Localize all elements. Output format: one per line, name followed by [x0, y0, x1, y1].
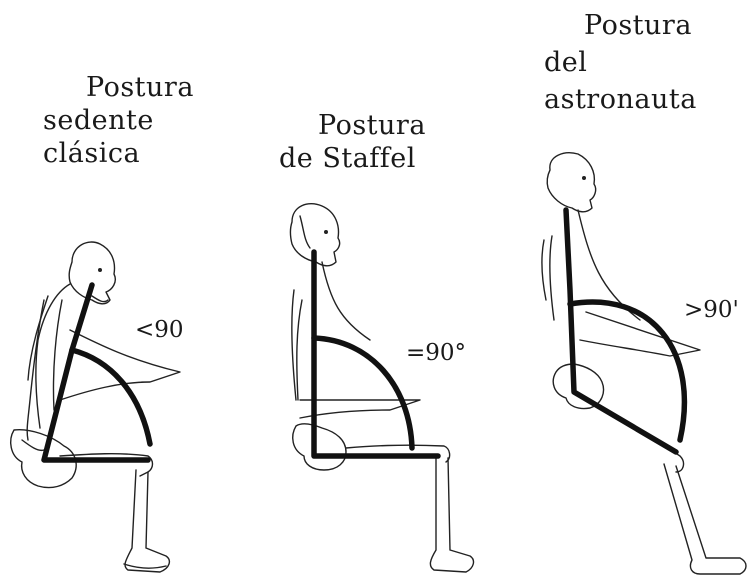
figure-clasica — [11, 242, 180, 572]
fig3-leg — [664, 464, 746, 574]
fig2-leg — [430, 458, 473, 572]
figure-staffel — [291, 204, 474, 572]
fig3-eye — [582, 176, 586, 180]
fig1-torso — [28, 284, 70, 428]
fig2-angle-arc — [314, 338, 412, 448]
fig2-back-line — [314, 252, 438, 456]
fig1-eye — [98, 268, 102, 272]
fig2-torso — [292, 262, 370, 400]
fig1-skull — [69, 242, 115, 304]
fig3-angle-arc — [570, 302, 684, 440]
fig1-leg — [125, 470, 169, 572]
fig1-angle-arc — [72, 350, 150, 444]
fig2-eye — [324, 230, 328, 234]
fig3-skull — [547, 153, 595, 212]
fig2-pelvis — [293, 424, 346, 470]
figure-astronauta — [542, 153, 746, 574]
